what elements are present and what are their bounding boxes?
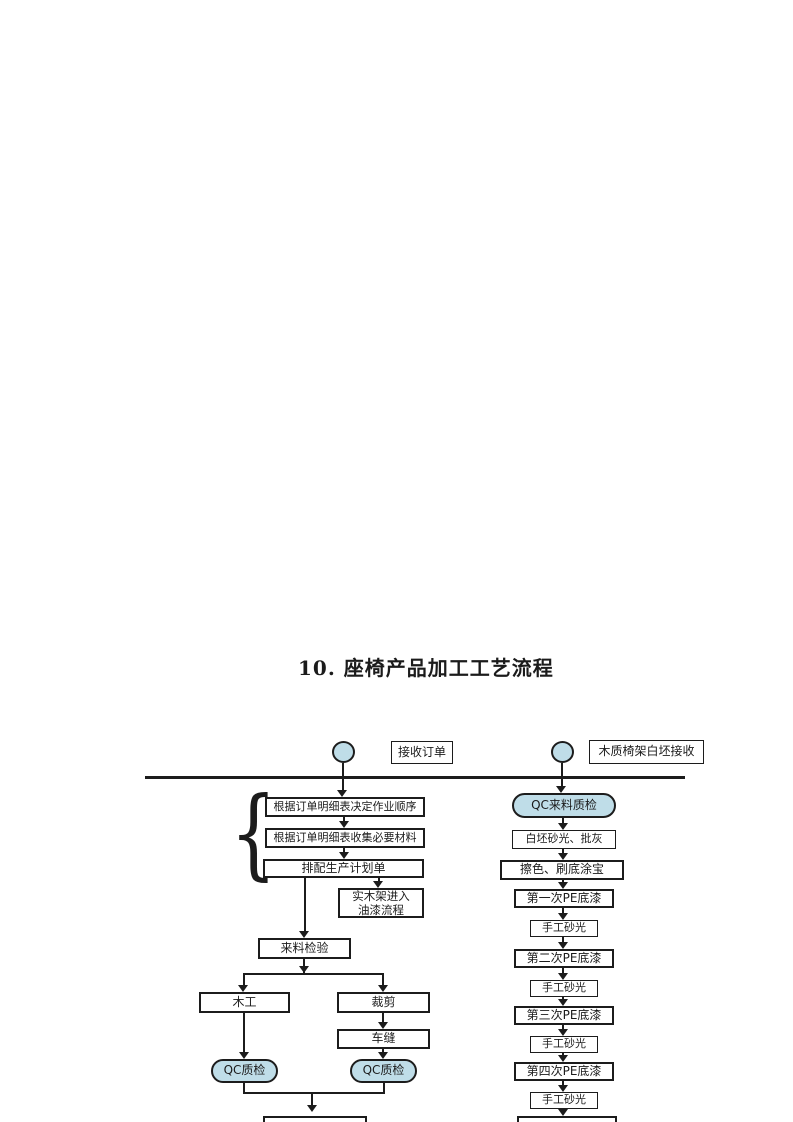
connector-line (562, 937, 564, 943)
connector-line (562, 1053, 564, 1056)
flow-node-bottom-right-clipped (517, 1116, 617, 1122)
arrow-down-icon (378, 985, 388, 992)
flow-node-woodwork: 木工 (199, 992, 290, 1013)
connector-line (243, 1083, 245, 1093)
flow-node-cutting: 裁剪 (337, 992, 430, 1013)
flow-node-qc-right: QC质检 (350, 1059, 417, 1083)
arrow-down-icon (558, 853, 568, 860)
connector-line (243, 1013, 245, 1052)
flow-node-qc-left: QC质检 (211, 1059, 278, 1083)
flow-node-bottom-left-clipped (263, 1116, 367, 1122)
paint-note-line2: 油漆流程 (358, 903, 404, 917)
connector-line (382, 1049, 384, 1053)
arrow-down-icon (558, 1085, 568, 1092)
connector-line (343, 817, 345, 822)
page-title: 10. 座椅产品加工工艺流程 (298, 656, 554, 680)
arrow-down-icon (299, 931, 309, 938)
flow-node-pe-primer-4: 第四次PE底漆 (514, 1062, 614, 1081)
flow-node-hand-sanding-1: 手工砂光 (530, 920, 598, 937)
arrow-down-icon (307, 1105, 317, 1112)
connector-line (383, 1083, 385, 1093)
connector-line (341, 763, 344, 791)
flow-node-frame-receive: 木质椅架白坯接收 (589, 740, 704, 764)
arrow-down-icon (558, 882, 568, 889)
connector-line (562, 908, 564, 914)
connector-line (562, 968, 564, 974)
grouping-brace: { (230, 777, 277, 891)
arrow-down-icon (378, 1052, 388, 1059)
arrow-down-icon (339, 852, 349, 859)
flow-node-plan-step-1: 根据订单明细表决定作业顺序 (265, 797, 425, 817)
flow-node-sanding-putty: 白坯砂光、批灰 (512, 830, 616, 849)
connector-line (562, 997, 564, 1000)
flow-node-paint-process-note: 实木架进入 油漆流程 (338, 888, 424, 918)
connector-line (243, 1092, 385, 1094)
arrow-down-icon (558, 1109, 568, 1116)
lane-divider-line (145, 776, 685, 779)
arrow-down-icon (556, 786, 566, 793)
connector-line (303, 878, 306, 931)
flow-node-stain-sealer: 擦色、刷底涂宝 (500, 860, 624, 880)
flow-node-hand-sanding-4: 手工砂光 (530, 1092, 598, 1109)
arrow-down-icon (378, 1022, 388, 1029)
arrow-down-icon (373, 881, 383, 888)
start-terminal-left (332, 741, 355, 763)
paint-note-line1: 实木架进入 (352, 889, 410, 903)
connector-line (562, 880, 564, 883)
arrow-down-icon (239, 1052, 249, 1059)
flow-node-hand-sanding-3: 手工砂光 (530, 1036, 598, 1053)
flow-node-plan-step-2: 根据订单明细表收集必要材料 (265, 828, 425, 848)
connector-line (562, 1025, 564, 1030)
connector-line (382, 1013, 384, 1022)
flow-node-pe-primer-2: 第二次PE底漆 (514, 949, 614, 968)
connector-line (311, 1094, 313, 1105)
connector-line (242, 973, 245, 985)
flow-node-hand-sanding-2: 手工砂光 (530, 980, 598, 997)
arrow-down-icon (558, 1029, 568, 1036)
arrow-down-icon (299, 966, 309, 973)
flow-node-plan-step-3: 排配生产计划单 (263, 859, 424, 878)
connector-line (377, 878, 380, 882)
connector-line (562, 818, 564, 824)
arrow-down-icon (238, 985, 248, 992)
flow-node-pe-primer-3: 第三次PE底漆 (514, 1006, 614, 1025)
arrow-down-icon (558, 999, 568, 1006)
connector-line (343, 848, 345, 853)
arrow-down-icon (337, 790, 347, 797)
flow-node-pe-primer-1: 第一次PE底漆 (514, 889, 614, 908)
flow-node-receive-order: 接收订单 (391, 741, 453, 764)
flow-node-incoming-inspection: 来料检验 (258, 938, 351, 959)
connector-line (382, 973, 384, 985)
arrow-down-icon (558, 823, 568, 830)
start-terminal-right (551, 741, 574, 763)
arrow-down-icon (558, 942, 568, 949)
connector-line (243, 973, 384, 975)
arrow-down-icon (558, 1055, 568, 1062)
arrow-down-icon (339, 821, 349, 828)
connector-line (562, 1081, 564, 1086)
arrow-down-icon (558, 913, 568, 920)
arrow-down-icon (558, 973, 568, 980)
flow-node-sewing: 车缝 (337, 1029, 430, 1049)
flow-node-qc-incoming: QC来料质检 (512, 793, 616, 818)
connector-line (560, 763, 563, 786)
connector-line (562, 849, 564, 854)
